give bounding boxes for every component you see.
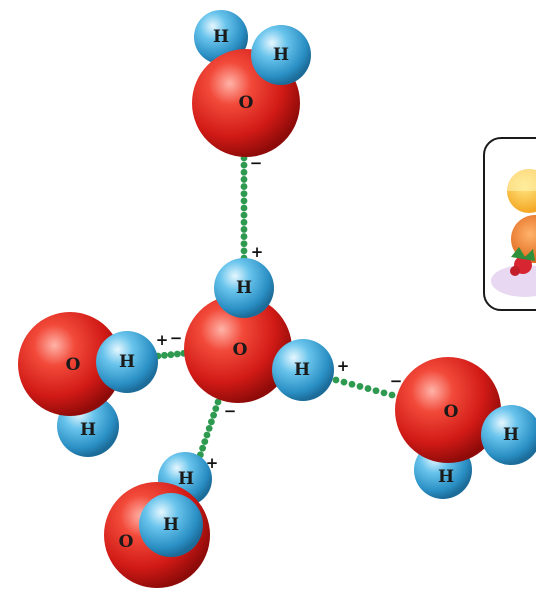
- positive-charge: +: [337, 357, 350, 375]
- svg-text:H: H: [236, 278, 252, 298]
- hydrogen-atom: H: [272, 339, 334, 401]
- bond-dot: [240, 197, 248, 205]
- bond-dot: [356, 383, 364, 390]
- negative-charge: −: [250, 154, 263, 172]
- bond-dot: [199, 444, 207, 452]
- svg-text:H: H: [178, 469, 194, 489]
- svg-text:H: H: [273, 45, 289, 65]
- bond-dot: [173, 350, 181, 358]
- bond-dot: [205, 425, 213, 432]
- hydrogen-atom: H: [481, 405, 536, 465]
- hydrogen-atom: H: [251, 25, 311, 85]
- oxygen-atom: O: [18, 312, 122, 416]
- bond-dot: [372, 387, 380, 395]
- bond-dot: [214, 398, 222, 406]
- oxygen-atom: O: [395, 357, 501, 463]
- water-molecule-bottom: H O H: [104, 452, 212, 588]
- svg-text:O: O: [233, 340, 248, 360]
- hydrogen-atom: H: [96, 331, 158, 393]
- svg-text:H: H: [163, 515, 179, 535]
- svg-text:H: H: [438, 467, 454, 487]
- oxygen-atom: O: [184, 295, 292, 403]
- positive-charge: +: [156, 331, 169, 349]
- positive-charge: +: [251, 243, 264, 261]
- bond-dot: [240, 218, 248, 226]
- bond-dot: [240, 240, 248, 248]
- svg-text:H: H: [213, 27, 229, 47]
- bond-dot: [240, 176, 248, 183]
- bond-dot: [340, 378, 348, 386]
- bond-dot: [208, 418, 215, 426]
- bond-dot: [201, 438, 209, 445]
- bond-dot: [240, 161, 248, 169]
- hydrogen-bond-top: [240, 154, 248, 262]
- bond-dot: [240, 233, 248, 240]
- bond-dot: [380, 389, 388, 397]
- water-molecule-left: H O H: [18, 312, 158, 457]
- hydrogen-atom: H: [139, 493, 203, 557]
- bond-dot: [210, 411, 218, 419]
- bond-dot: [240, 211, 248, 219]
- svg-text:O: O: [66, 355, 81, 375]
- bond-dot: [240, 247, 248, 255]
- bond-dot: [364, 385, 372, 392]
- svg-text:H: H: [294, 360, 310, 380]
- svg-text:H: H: [119, 352, 135, 372]
- bond-dot: [203, 431, 211, 439]
- fruit-photo-icon: [491, 169, 536, 297]
- negative-charge: −: [224, 402, 237, 420]
- bond-dot: [240, 183, 248, 190]
- bond-dot: [167, 351, 175, 359]
- bond-dot: [388, 391, 396, 399]
- inset-thumbnail: [483, 137, 536, 311]
- bond-dot: [240, 190, 248, 198]
- negative-charge: −: [170, 329, 183, 347]
- negative-charge: −: [390, 372, 403, 390]
- svg-text:O: O: [239, 93, 254, 113]
- bond-dot: [212, 405, 220, 412]
- water-molecule-center: O H H: [184, 258, 334, 403]
- bond-dot: [161, 351, 168, 359]
- bond-dot: [240, 204, 248, 212]
- svg-text:H: H: [503, 425, 519, 445]
- svg-text:O: O: [119, 532, 134, 552]
- bond-dot: [240, 168, 248, 176]
- bond-dot: [240, 226, 248, 233]
- svg-text:O: O: [444, 402, 459, 422]
- bond-dot: [348, 380, 356, 388]
- positive-charge: +: [206, 454, 219, 472]
- water-molecule-right: H O H: [395, 357, 536, 499]
- partial-charges: − + + − + − − +: [156, 154, 403, 472]
- svg-text:H: H: [80, 420, 96, 440]
- water-molecule-top: H O H: [192, 10, 311, 157]
- bond-dot: [332, 376, 340, 384]
- hydrogen-atom: H: [214, 258, 274, 318]
